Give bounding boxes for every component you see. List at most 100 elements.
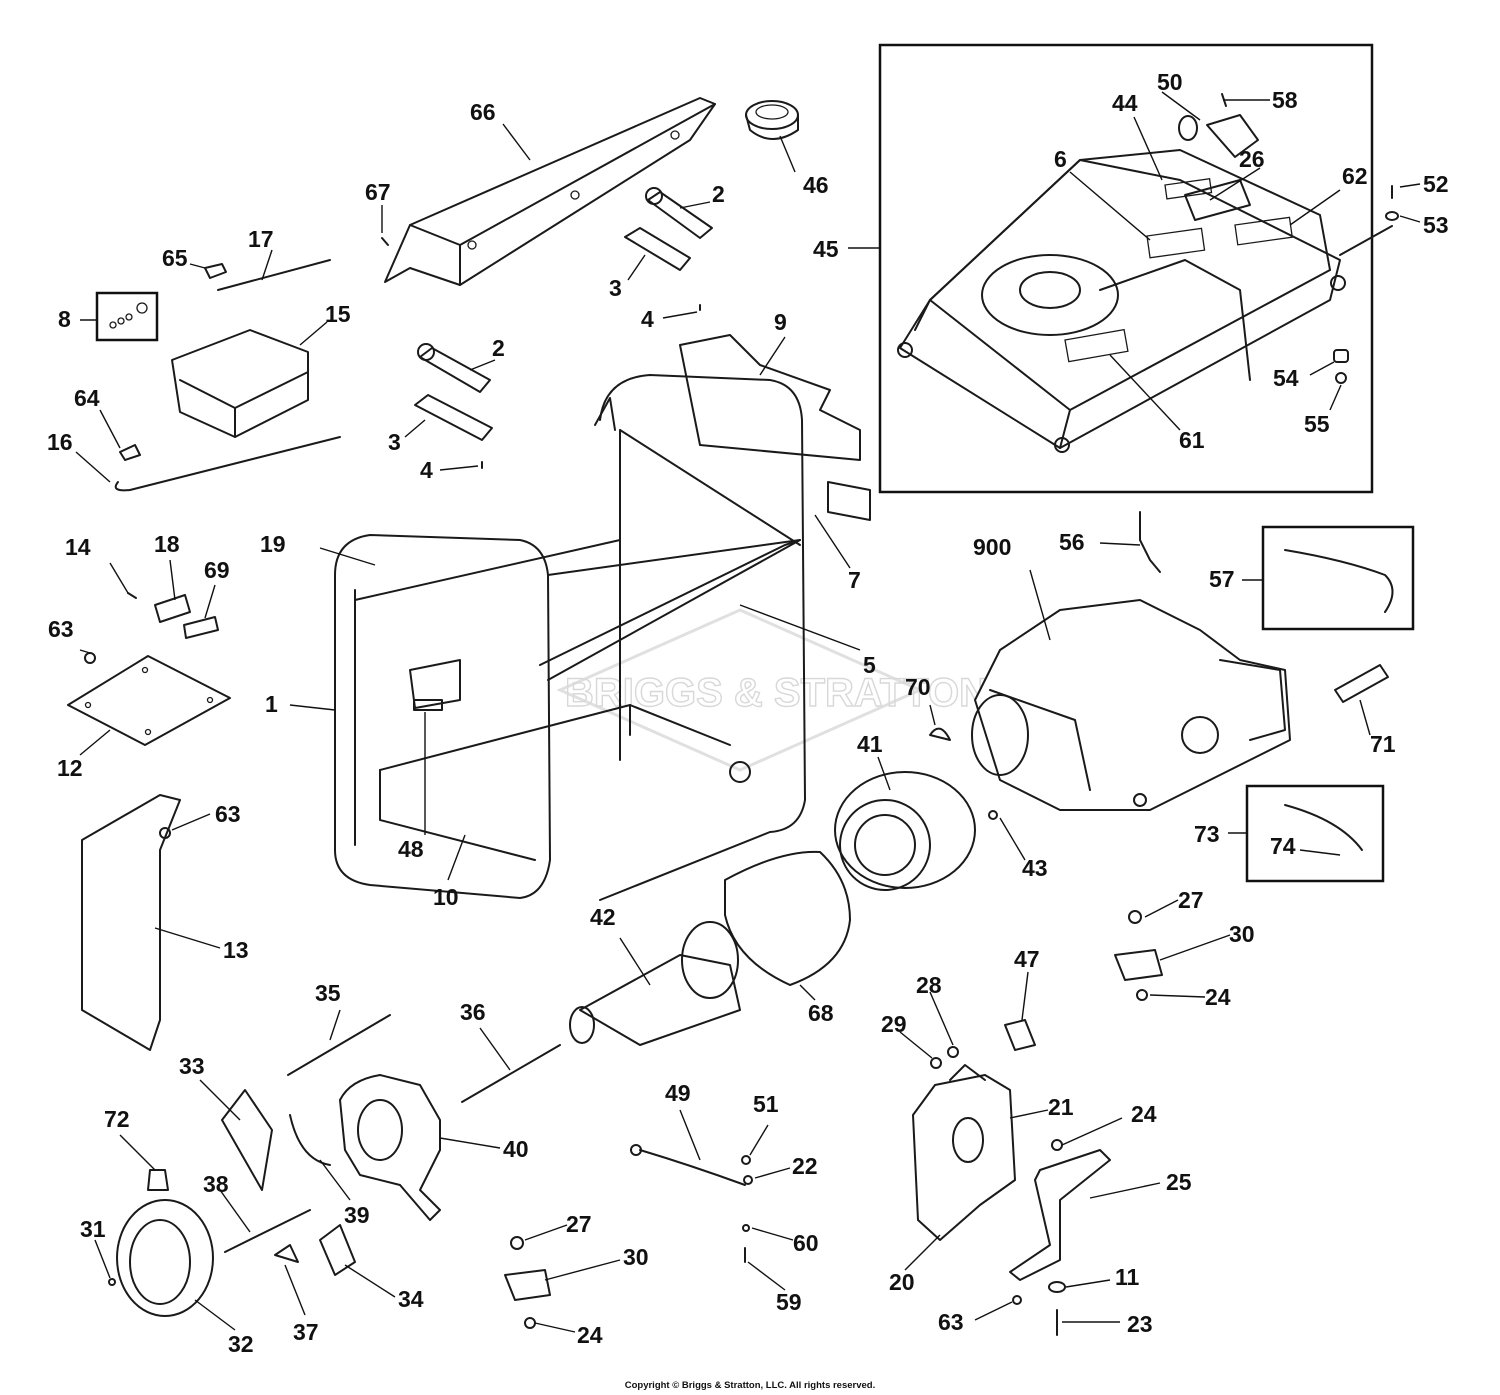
handle-grip-lower	[414, 343, 493, 469]
mount-30a	[1114, 949, 1163, 981]
gasket-47	[1004, 1019, 1036, 1051]
callout-56: 56	[1059, 529, 1085, 555]
callout-9: 9	[774, 309, 787, 335]
callout-62: 62	[1342, 163, 1368, 189]
washer-43	[988, 810, 998, 820]
callout-45: 45	[813, 236, 839, 262]
callout-61: 61	[1179, 427, 1205, 453]
callout-15: 15	[325, 301, 351, 327]
callout-68: 68	[808, 1000, 834, 1026]
callout-30a: 30	[1229, 921, 1255, 947]
shield-9	[679, 334, 861, 461]
callout-24c: 24	[577, 1322, 603, 1348]
battery-rod-17	[217, 259, 331, 291]
callout-57: 57	[1209, 566, 1235, 592]
callout-14: 14	[65, 534, 91, 560]
callout-73: 73	[1194, 821, 1220, 847]
label-48	[413, 699, 443, 711]
callout-64: 64	[74, 385, 100, 411]
fuel-hose-kit-box	[1245, 784, 1385, 883]
callout-58: 58	[1272, 87, 1298, 113]
rod-38	[224, 1209, 311, 1253]
callout-17: 17	[248, 226, 274, 252]
tank-mount-hardware	[1333, 185, 1399, 384]
grommet-72	[147, 1169, 169, 1191]
callout-49: 49	[665, 1080, 691, 1106]
callout-63b: 63	[215, 801, 241, 827]
callout-18: 18	[154, 531, 180, 557]
callout-19: 19	[260, 531, 286, 557]
callout-24b: 24	[1131, 1101, 1157, 1127]
callout-16: 16	[47, 429, 73, 455]
callout-51: 51	[753, 1091, 779, 1117]
engine	[971, 599, 1291, 811]
nut-29	[930, 1057, 942, 1069]
callout-63c: 63	[938, 1309, 964, 1335]
callout-24a: 24	[1205, 984, 1231, 1010]
bracket-18	[154, 594, 191, 623]
handle-grip-upper	[624, 187, 713, 311]
screw-31	[108, 1278, 116, 1286]
callout-72: 72	[104, 1106, 130, 1132]
wire-39	[289, 1114, 331, 1166]
fuel-hose-74	[1284, 804, 1363, 851]
callout-2a: 2	[712, 181, 725, 207]
callout-900: 900	[973, 534, 1011, 560]
callout-21: 21	[1048, 1094, 1074, 1120]
bracket-25	[1009, 1149, 1111, 1281]
callout-28: 28	[916, 972, 942, 998]
callout-41: 41	[857, 731, 883, 757]
screw-63b	[159, 827, 171, 839]
watermark-text: BRIGGS & STRATTON	[565, 671, 988, 715]
callout-59: 59	[776, 1289, 802, 1315]
washer-11	[1048, 1281, 1066, 1293]
callout-70: 70	[905, 674, 931, 700]
rotor	[569, 921, 741, 1046]
callout-66: 66	[470, 99, 496, 125]
callout-23: 23	[1127, 1311, 1153, 1337]
part-37	[274, 1244, 299, 1263]
fuel-tank-assembly-box	[878, 43, 1374, 494]
callout-27b: 27	[566, 1211, 592, 1237]
fuel-valve-56	[1139, 511, 1161, 573]
bolt-36	[461, 1044, 561, 1103]
wing-nut-51	[741, 1155, 751, 1165]
callout-38: 38	[203, 1171, 229, 1197]
callout-50: 50	[1157, 69, 1183, 95]
callout-33: 33	[179, 1053, 205, 1079]
callout-2b: 2	[492, 335, 505, 361]
callout-29: 29	[881, 1011, 907, 1037]
spring-71	[1334, 664, 1389, 703]
callout-52: 52	[1423, 171, 1449, 197]
callout-44: 44	[1112, 90, 1138, 116]
callout-22: 22	[792, 1153, 818, 1179]
callout-43: 43	[1022, 855, 1048, 881]
bolt-35	[287, 1014, 391, 1076]
callout-7: 7	[848, 567, 861, 593]
fuel-line-57	[1284, 549, 1394, 613]
callout-3b: 3	[388, 429, 401, 455]
callout-30b: 30	[623, 1244, 649, 1270]
label-69	[183, 616, 219, 639]
nut-27b	[510, 1236, 524, 1250]
stator-cover	[724, 850, 851, 986]
callout-48: 48	[398, 836, 424, 862]
stator	[834, 771, 976, 891]
fuel-cap	[745, 100, 799, 140]
battery-strap-16	[114, 436, 341, 492]
callout-60: 60	[793, 1230, 819, 1256]
callout-27a: 27	[1178, 887, 1204, 913]
brush-33	[221, 1089, 273, 1191]
washer-28	[947, 1046, 959, 1058]
nut-24a	[1136, 989, 1148, 1001]
nut-24b	[1051, 1139, 1063, 1151]
callout-54: 54	[1273, 365, 1299, 391]
callout-53: 53	[1423, 212, 1449, 238]
callout-20: 20	[889, 1269, 915, 1295]
callout-46: 46	[803, 172, 829, 198]
screw-67	[381, 237, 389, 246]
screw-63c	[1012, 1295, 1022, 1305]
leader-lines	[75, 91, 1421, 1333]
bolt-65	[204, 263, 227, 279]
